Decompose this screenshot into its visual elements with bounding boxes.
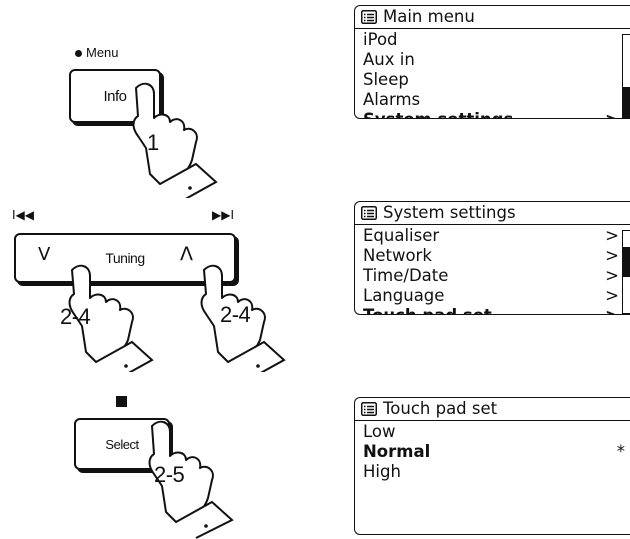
scrollbar-thumb[interactable] <box>623 247 630 277</box>
submenu-arrow: > <box>605 286 619 305</box>
screen-system-settings: System settings Equaliser> Network> Time… <box>354 201 630 315</box>
screen-main-menu: Main menu iPod Aux in Sleep Alarms Syste… <box>354 5 630 119</box>
selected-star-marker: * <box>616 442 625 461</box>
menu-item[interactable]: Language> <box>363 286 619 305</box>
submenu-arrow: > <box>605 226 619 245</box>
step-number-2-4-left: 2-4 <box>60 304 91 329</box>
screen-title-bar: Main menu <box>355 6 630 29</box>
menu-item[interactable]: iPod <box>363 30 398 49</box>
menu-item-selected[interactable]: Touch pad set> <box>363 306 630 314</box>
tune-down-arrow[interactable]: V <box>38 244 51 265</box>
menu-item[interactable]: Alarms <box>363 90 421 109</box>
stop-square-icon <box>116 396 127 407</box>
tuning-button-group: I◀◀ ▶▶I Tuning V Λ <box>0 195 330 375</box>
hand-pointer-icon <box>148 420 234 539</box>
screen-title: Touch pad set <box>383 399 498 418</box>
menu-list-icon <box>361 402 377 416</box>
submenu-arrow: > <box>605 306 619 314</box>
menu-item-selected[interactable]: System settings> <box>363 110 630 118</box>
menu-item[interactable]: Time/Date> <box>363 266 619 285</box>
menu-item[interactable]: Network> <box>363 246 619 265</box>
menu-list-icon <box>361 10 377 24</box>
screen-title-bar: Touch pad set <box>355 398 630 421</box>
hand-pointer-icon <box>132 82 218 198</box>
hand-pointer-icon <box>68 264 154 372</box>
menu-dot-icon <box>75 50 82 57</box>
previous-track-icon: I◀◀ <box>12 208 34 222</box>
option-list: Low Normal* High <box>355 421 630 482</box>
menu-item[interactable]: Aux in <box>363 50 415 69</box>
scrollbar[interactable] <box>622 34 630 118</box>
submenu-arrow: > <box>605 266 619 285</box>
screen-title-bar: System settings <box>355 202 630 225</box>
option-item-selected[interactable]: Normal* <box>363 442 625 461</box>
step-number-2-5: 2-5 <box>154 462 185 487</box>
menu-item[interactable]: Sleep <box>363 70 409 89</box>
info-button-label: Info <box>103 87 127 105</box>
tuning-button-label: Tuning <box>105 250 145 266</box>
screen-title: Main menu <box>383 7 475 26</box>
tune-up-arrow[interactable]: Λ <box>180 243 193 265</box>
hand-pointer-icon <box>200 264 286 372</box>
select-button-label: Select <box>105 436 139 452</box>
option-item[interactable]: Low <box>363 422 396 441</box>
menu-list-icon <box>361 206 377 220</box>
menu-item[interactable]: Equaliser> <box>363 226 619 245</box>
step-number-2-4-right: 2-4 <box>220 302 251 327</box>
menu-label: Menu <box>86 45 119 60</box>
tuning-button[interactable]: Tuning <box>14 233 236 283</box>
menu-list: iPod Aux in Sleep Alarms System settings… <box>355 29 630 118</box>
next-track-icon: ▶▶I <box>212 208 234 222</box>
scrollbar[interactable] <box>622 230 630 314</box>
screen-title: System settings <box>383 203 516 222</box>
scrollbar-thumb[interactable] <box>623 87 630 117</box>
screen-touch-pad-set: Touch pad set Low Normal* High <box>354 397 630 535</box>
option-item[interactable]: High <box>363 462 401 481</box>
step-number-1: 1 <box>147 130 159 155</box>
submenu-arrow: > <box>605 246 619 265</box>
menu-list: Equaliser> Network> Time/Date> Language>… <box>355 225 630 314</box>
submenu-arrow: > <box>605 110 619 118</box>
